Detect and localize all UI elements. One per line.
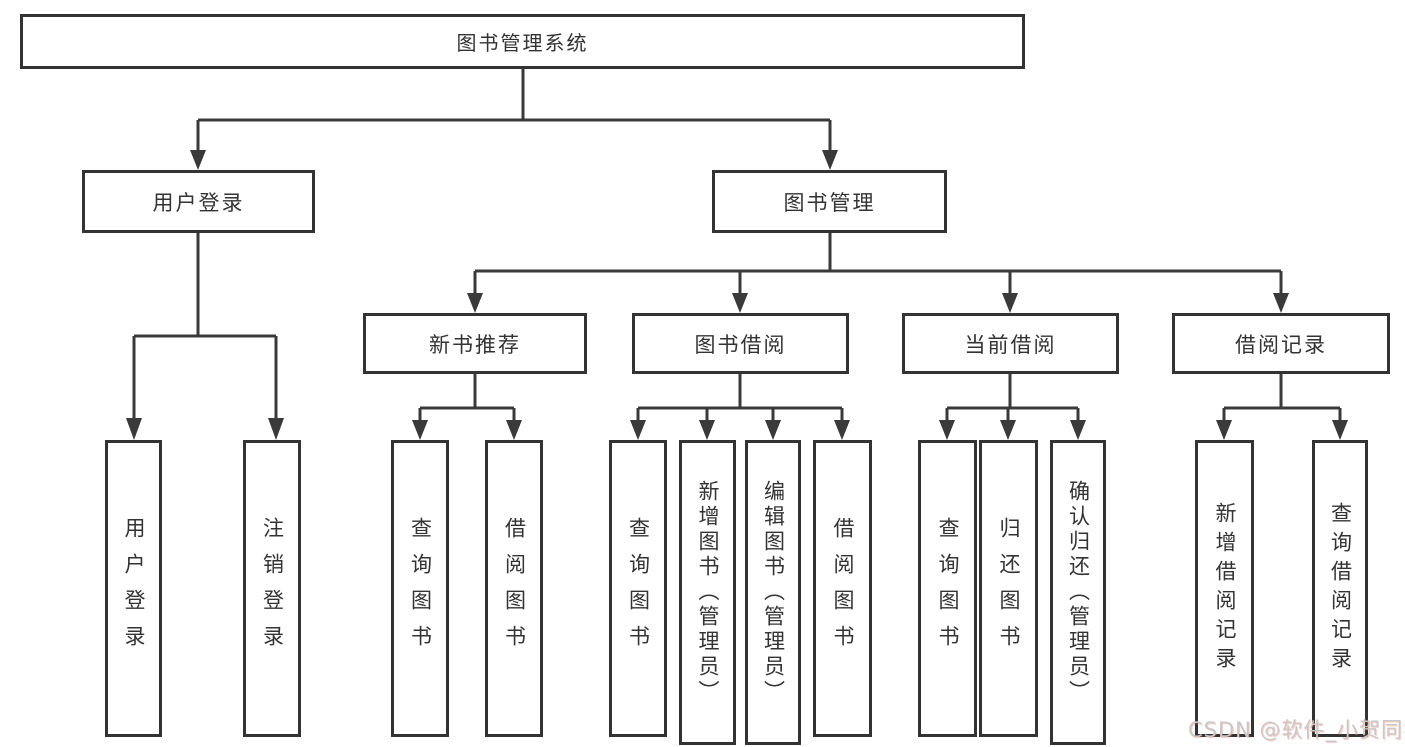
leaf-add-book-admin-label: 新增图书（管理员） [696, 480, 720, 705]
leaf-user-login-label: 用户登录 [122, 516, 146, 661]
arrowhead-icon [190, 150, 206, 170]
node-book-borrowing-label: 图书借阅 [694, 332, 787, 357]
leaf-logout-login: 注销登录 [243, 440, 301, 737]
leaf-query-books-current: 查询图书 [918, 440, 977, 737]
leaf-query-books-borrowing-label: 查询图书 [626, 516, 651, 661]
arrowhead-icon [1002, 293, 1018, 313]
leaf-add-borrow-record: 新增借阅记录 [1195, 440, 1254, 737]
arrowhead-icon [699, 420, 715, 440]
node-user-login: 用户登录 [82, 170, 315, 233]
leaf-query-books-current-label: 查询图书 [936, 516, 960, 661]
arrowhead-icon [268, 418, 284, 440]
leaf-query-borrow-record-label: 查询借阅记录 [1328, 501, 1353, 676]
arrowhead-icon [1216, 420, 1232, 440]
leaf-query-books-recommend: 查询图书 [391, 440, 449, 737]
connector-paths [132, 69, 1342, 423]
leaf-borrow-books-borrowing: 借阅图书 [813, 440, 872, 737]
leaf-add-borrow-record-label: 新增借阅记录 [1213, 501, 1237, 676]
node-book-borrowing: 图书借阅 [632, 313, 849, 374]
watermark-text: CSDN @软件_小贺同学 [1188, 718, 1405, 742]
node-root-label: 图书管理系统 [456, 31, 589, 55]
leaf-confirm-return-admin: 确认归还（管理员） [1050, 440, 1106, 745]
leaf-query-books-borrowing: 查询图书 [609, 440, 667, 737]
node-borrowing-records: 借阅记录 [1172, 313, 1390, 374]
leaf-return-books: 归还图书 [979, 440, 1038, 737]
leaf-query-books-recommend-label: 查询图书 [408, 516, 433, 661]
leaf-borrow-books-recommend-label: 借阅图书 [502, 516, 527, 661]
arrowhead-icon [630, 420, 646, 440]
node-current-borrowing: 当前借阅 [902, 313, 1119, 374]
arrowhead-icon [126, 418, 142, 440]
arrowhead-icon [467, 293, 483, 313]
arrowhead-icon [765, 420, 781, 440]
arrowhead-icon [822, 150, 838, 170]
arrowhead-icon [1332, 420, 1348, 440]
arrowhead-icon [1000, 420, 1016, 440]
node-book-management-label: 图书管理 [783, 190, 876, 215]
arrowhead-icon [412, 420, 428, 440]
leaf-return-books-label: 归还图书 [997, 516, 1021, 661]
leaf-confirm-return-admin-label: 确认归还（管理员） [1066, 480, 1091, 705]
leaf-edit-book-admin-label: 编辑图书（管理员） [761, 480, 786, 705]
arrowhead-icon [506, 420, 522, 440]
leaf-logout-login-label: 注销登录 [260, 516, 285, 661]
arrowhead-icon [1070, 420, 1086, 440]
node-current-borrowing-label: 当前借阅 [964, 332, 1057, 357]
leaf-borrow-books-borrowing-label: 借阅图书 [831, 516, 855, 661]
arrowhead-icon [732, 293, 748, 313]
leaf-add-book-admin: 新增图书（管理员） [679, 440, 736, 745]
leaf-edit-book-admin: 编辑图书（管理员） [745, 440, 801, 745]
node-book-management: 图书管理 [712, 170, 947, 233]
leaf-query-borrow-record: 查询借阅记录 [1312, 440, 1368, 737]
arrowhead-icon [1273, 293, 1289, 313]
leaf-borrow-books-recommend: 借阅图书 [485, 440, 543, 737]
arrowhead-icon [834, 420, 850, 440]
node-user-login-label: 用户登录 [152, 190, 245, 215]
leaf-user-login: 用户登录 [105, 440, 162, 737]
node-root: 图书管理系统 [20, 14, 1025, 69]
node-borrowing-records-label: 借阅记录 [1235, 332, 1327, 357]
arrowheads [126, 150, 1348, 440]
node-new-book-recommendation: 新书推荐 [363, 313, 587, 374]
node-new-book-recommendation-label: 新书推荐 [429, 332, 521, 357]
arrowhead-icon [939, 420, 955, 440]
